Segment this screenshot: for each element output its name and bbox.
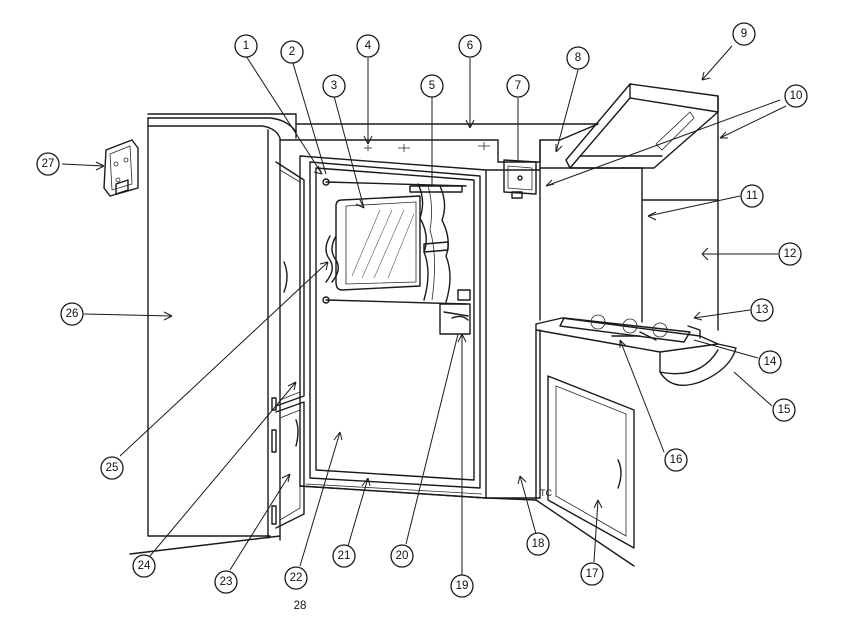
callout-5-label: 5 — [429, 80, 435, 92]
callout-19: 19 — [450, 574, 474, 598]
callout-8-label: 8 — [575, 52, 581, 64]
callout-14-label: 14 — [764, 356, 777, 368]
callout-25-label: 25 — [106, 462, 119, 474]
entry-door — [299, 155, 487, 499]
callout-3: 3 — [322, 74, 346, 98]
callout-9: 9 — [732, 22, 756, 46]
wall-fixture — [103, 139, 139, 197]
callout-27-label: 27 — [42, 158, 55, 170]
callout-1: 1 — [234, 34, 258, 58]
callout-23: 23 — [214, 570, 238, 594]
callout-2-label: 2 — [289, 46, 295, 58]
callout-26: 26 — [60, 302, 84, 326]
callout-23-label: 23 — [220, 576, 233, 588]
callout-2: 2 — [280, 40, 304, 64]
callout-4-label: 4 — [365, 40, 372, 52]
callout-21: 21 — [332, 544, 356, 568]
callout-15-label: 15 — [778, 404, 791, 416]
callout-11: 11 — [740, 184, 764, 208]
callout-12-label: 12 — [784, 248, 797, 260]
callout-20: 20 — [390, 544, 414, 568]
callout-6: 6 — [458, 34, 482, 58]
callout-13: 13 — [750, 298, 774, 322]
callout-24: 24 — [132, 554, 156, 578]
callout-6-label: 6 — [467, 40, 473, 52]
callout-17: 17 — [580, 562, 604, 586]
left-cabinet — [129, 117, 305, 555]
label-28: 28 — [294, 600, 307, 612]
callout-10-label: 10 — [790, 90, 803, 102]
callout-27: 27 — [36, 152, 60, 176]
callout-12: 12 — [778, 242, 802, 266]
callout-26-label: 26 — [66, 308, 79, 320]
floor-mark-tc: TC — [540, 488, 552, 498]
callout-9-label: 9 — [741, 28, 747, 40]
callout-25: 25 — [100, 456, 124, 480]
callout-21-label: 21 — [338, 550, 351, 562]
callout-24-label: 24 — [138, 560, 151, 572]
leader-lines — [61, 45, 787, 576]
callout-10: 10 — [784, 84, 808, 108]
callout-18-label: 18 — [532, 538, 545, 550]
callout-5: 5 — [420, 74, 444, 98]
callout-11-label: 11 — [746, 190, 758, 202]
callout-22-label: 22 — [290, 572, 303, 584]
callout-7: 7 — [506, 74, 530, 98]
callout-15: 15 — [772, 398, 796, 422]
callout-4: 4 — [356, 34, 380, 58]
callout-22: 22 — [284, 566, 308, 590]
callout-3-label: 3 — [331, 80, 337, 92]
wall-box — [503, 159, 537, 199]
callout-16-label: 16 — [670, 454, 683, 466]
callout-16: 16 — [664, 448, 688, 472]
callout-14: 14 — [758, 350, 782, 374]
callout-13-label: 13 — [756, 304, 769, 316]
callout-8: 8 — [566, 46, 590, 70]
counter-stove — [485, 314, 737, 567]
callout-17-label: 17 — [586, 568, 599, 580]
ceiling-trim — [147, 113, 599, 163]
callout-18: 18 — [526, 532, 550, 556]
callout-7-label: 7 — [515, 80, 521, 92]
callout-19-label: 19 — [456, 580, 469, 592]
callout-20-label: 20 — [396, 550, 409, 562]
callout-1-label: 1 — [243, 40, 249, 52]
